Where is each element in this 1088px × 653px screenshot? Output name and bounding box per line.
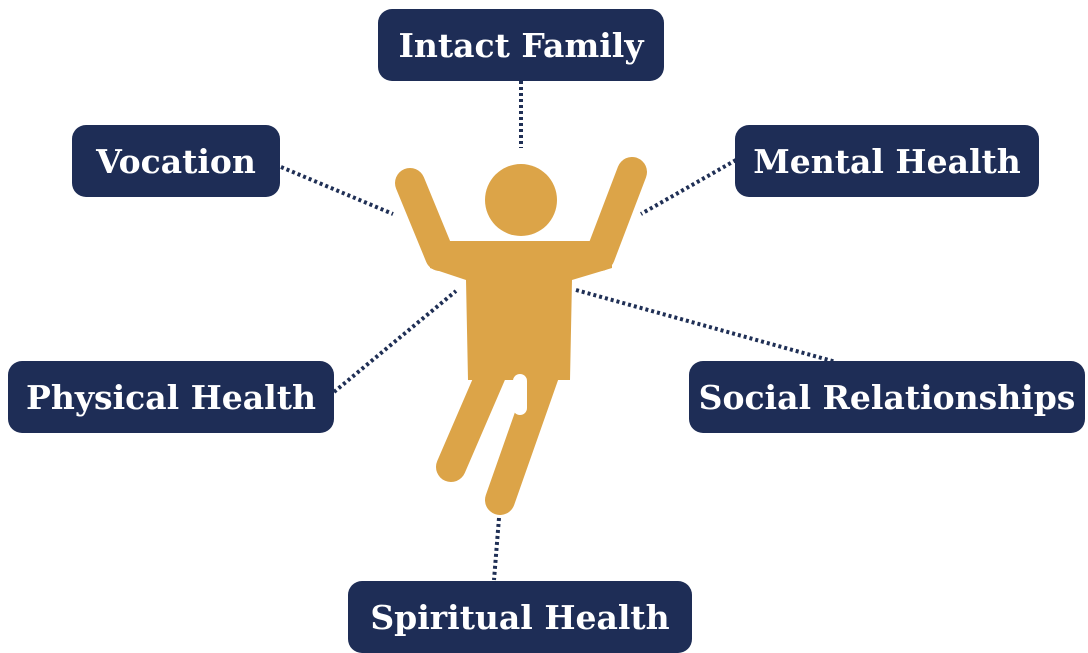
connector-spiritual-health <box>492 517 501 581</box>
label-social-relationships: Social Relationships <box>689 361 1085 433</box>
connector-vocation <box>280 165 394 216</box>
label-spiritual-health: Spiritual Health <box>348 581 692 653</box>
label-vocation: Vocation <box>72 125 280 197</box>
person-jumping-arms-raised-icon <box>395 157 647 515</box>
label-intact-family: Intact Family <box>378 9 664 81</box>
connector-social-relationships <box>575 288 837 364</box>
label-mental-health: Mental Health <box>735 125 1039 197</box>
connector-mental-health <box>640 158 737 216</box>
connector-physical-health <box>332 289 458 394</box>
label-physical-health: Physical Health <box>8 361 334 433</box>
